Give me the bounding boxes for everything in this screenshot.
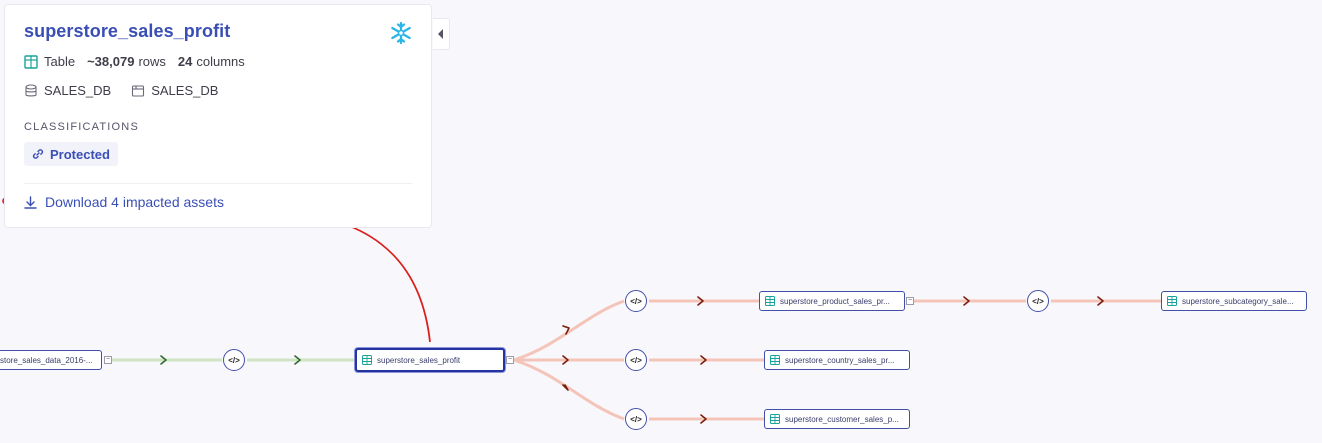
table-icon [770, 355, 780, 365]
lineage-node-source[interactable]: store_sales_data_2016-... [0, 350, 102, 370]
process-node[interactable]: </> [1027, 290, 1049, 312]
process-node[interactable]: </> [625, 408, 647, 430]
asset-info-card: superstore_sales_profit Table ~38,079 ro… [4, 4, 432, 228]
caret-left-icon [438, 29, 443, 39]
lineage-node-product[interactable]: superstore_product_sales_pr... [759, 291, 905, 311]
node-label: superstore_subcategory_sale... [1182, 296, 1294, 306]
table-icon [770, 414, 780, 424]
download-label: Download 4 impacted assets [45, 194, 224, 210]
node-label: superstore_customer_sales_p... [785, 414, 899, 424]
node-label: store_sales_data_2016-... [0, 355, 93, 365]
schema-icon [132, 84, 145, 97]
table-icon [1167, 296, 1177, 306]
column-count-label: columns [196, 54, 245, 69]
lineage-node-selected[interactable]: superstore_sales_profit [355, 348, 505, 372]
column-count: 24 [177, 54, 193, 69]
asset-stats: Table ~38,079 rows 24 columns [24, 54, 245, 69]
process-icon: </> [1032, 296, 1044, 306]
link-icon [32, 149, 44, 159]
collapse-node-toggle[interactable]: − [906, 297, 914, 305]
table-icon [362, 355, 372, 365]
downstream-edges [513, 299, 1161, 421]
node-label: superstore_sales_profit [377, 355, 461, 365]
database-name[interactable]: SALES_DB [44, 83, 112, 98]
lineage-node-subcategory[interactable]: superstore_subcategory_sale... [1161, 291, 1307, 311]
schema-name[interactable]: SALES_DB [151, 83, 219, 98]
process-icon: </> [630, 296, 642, 306]
snowflake-icon [391, 21, 411, 45]
process-icon: </> [630, 355, 642, 365]
edge-arrows [160, 296, 1104, 424]
table-icon [765, 296, 775, 306]
lineage-node-customer[interactable]: superstore_customer_sales_p... [764, 409, 910, 429]
collapse-panel-button[interactable] [433, 18, 450, 50]
row-count-label: rows [138, 54, 166, 69]
node-label: superstore_product_sales_pr... [780, 296, 890, 306]
classification-chip[interactable]: Protected [24, 142, 118, 166]
asset-type: Table [44, 54, 76, 69]
collapse-node-toggle[interactable]: − [506, 356, 514, 364]
process-icon: </> [228, 355, 240, 365]
lineage-node-country[interactable]: superstore_country_sales_pr... [764, 350, 910, 370]
asset-location: SALES_DB SALES_DB [24, 83, 218, 98]
database-icon [25, 83, 37, 96]
process-node[interactable]: </> [625, 290, 647, 312]
node-label: superstore_country_sales_pr... [785, 355, 895, 365]
classification-label: Protected [50, 146, 110, 162]
process-node[interactable]: </> [625, 349, 647, 371]
asset-title[interactable]: superstore_sales_profit [24, 21, 231, 41]
row-count: ~38,079 [87, 54, 135, 69]
download-impacted-assets-link[interactable]: Download 4 impacted assets [24, 194, 224, 210]
process-node[interactable]: </> [223, 349, 245, 371]
collapse-node-toggle[interactable]: − [104, 356, 112, 364]
classifications-label: CLASSIFICATIONS [24, 121, 139, 133]
process-icon: </> [630, 414, 642, 424]
table-icon [24, 54, 38, 69]
card-divider [24, 183, 412, 184]
download-icon [24, 195, 37, 209]
